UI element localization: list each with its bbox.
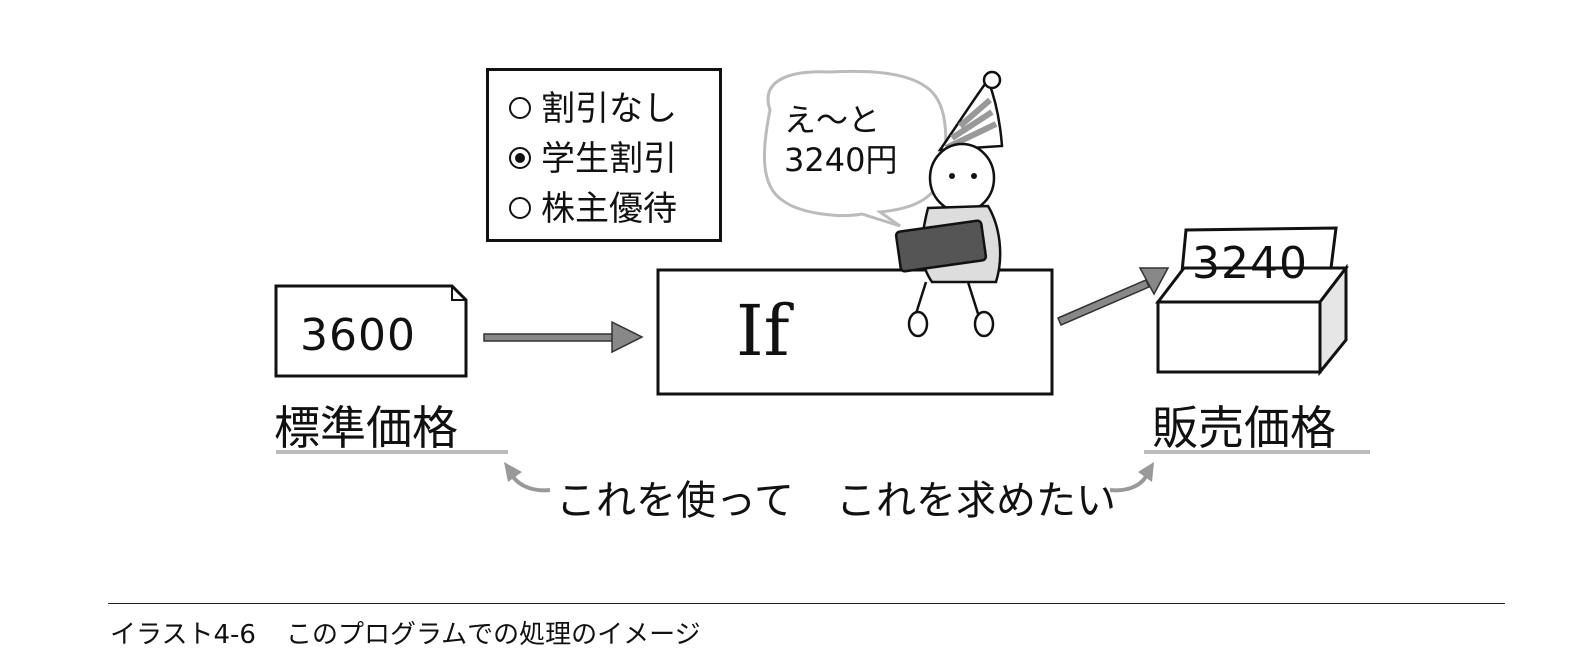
bottom-text-left: これを使って — [556, 478, 794, 524]
input-label: 標準価格 — [274, 401, 458, 455]
speech-text: え〜と 3240円 — [784, 100, 897, 180]
arrow-to-process — [483, 320, 644, 354]
radio-selected-icon — [509, 146, 531, 169]
caption-number: イラスト4-6 — [110, 620, 256, 650]
process-box — [656, 268, 1054, 396]
diagram-artwork — [274, 69, 1370, 493]
figure-caption: イラスト4-6 このプログラムでの処理のイメージ — [110, 614, 701, 651]
output-value: 3240 — [1192, 238, 1308, 289]
input-label-underline — [276, 450, 508, 454]
character-illustration — [894, 70, 1004, 338]
arrow-to-output — [1057, 267, 1170, 326]
output-box — [1154, 226, 1350, 377]
speech-line-1: え〜と — [784, 101, 881, 139]
discount-radio-panel: 割引なし 学生割引 株主優待 — [486, 68, 722, 242]
radio-option-no-discount: 割引なし — [509, 89, 677, 129]
output-label: 販売価格 — [1152, 401, 1336, 455]
radio-unselected-icon — [509, 196, 531, 219]
output-label-underline — [1144, 450, 1370, 454]
input-value: 3600 — [300, 310, 416, 361]
process-label: If — [736, 290, 790, 372]
bottom-text-right: これを求めたい — [836, 478, 1116, 524]
caption-text: このプログラムでの処理のイメージ — [285, 620, 701, 650]
radio-unselected-icon — [509, 96, 531, 119]
input-document — [274, 284, 468, 378]
radio-option-shareholder: 株主優待 — [509, 189, 677, 229]
speech-line-2: 3240円 — [784, 141, 898, 179]
radio-option-student-discount: 学生割引 — [509, 139, 677, 179]
caption-rule — [108, 603, 1505, 604]
